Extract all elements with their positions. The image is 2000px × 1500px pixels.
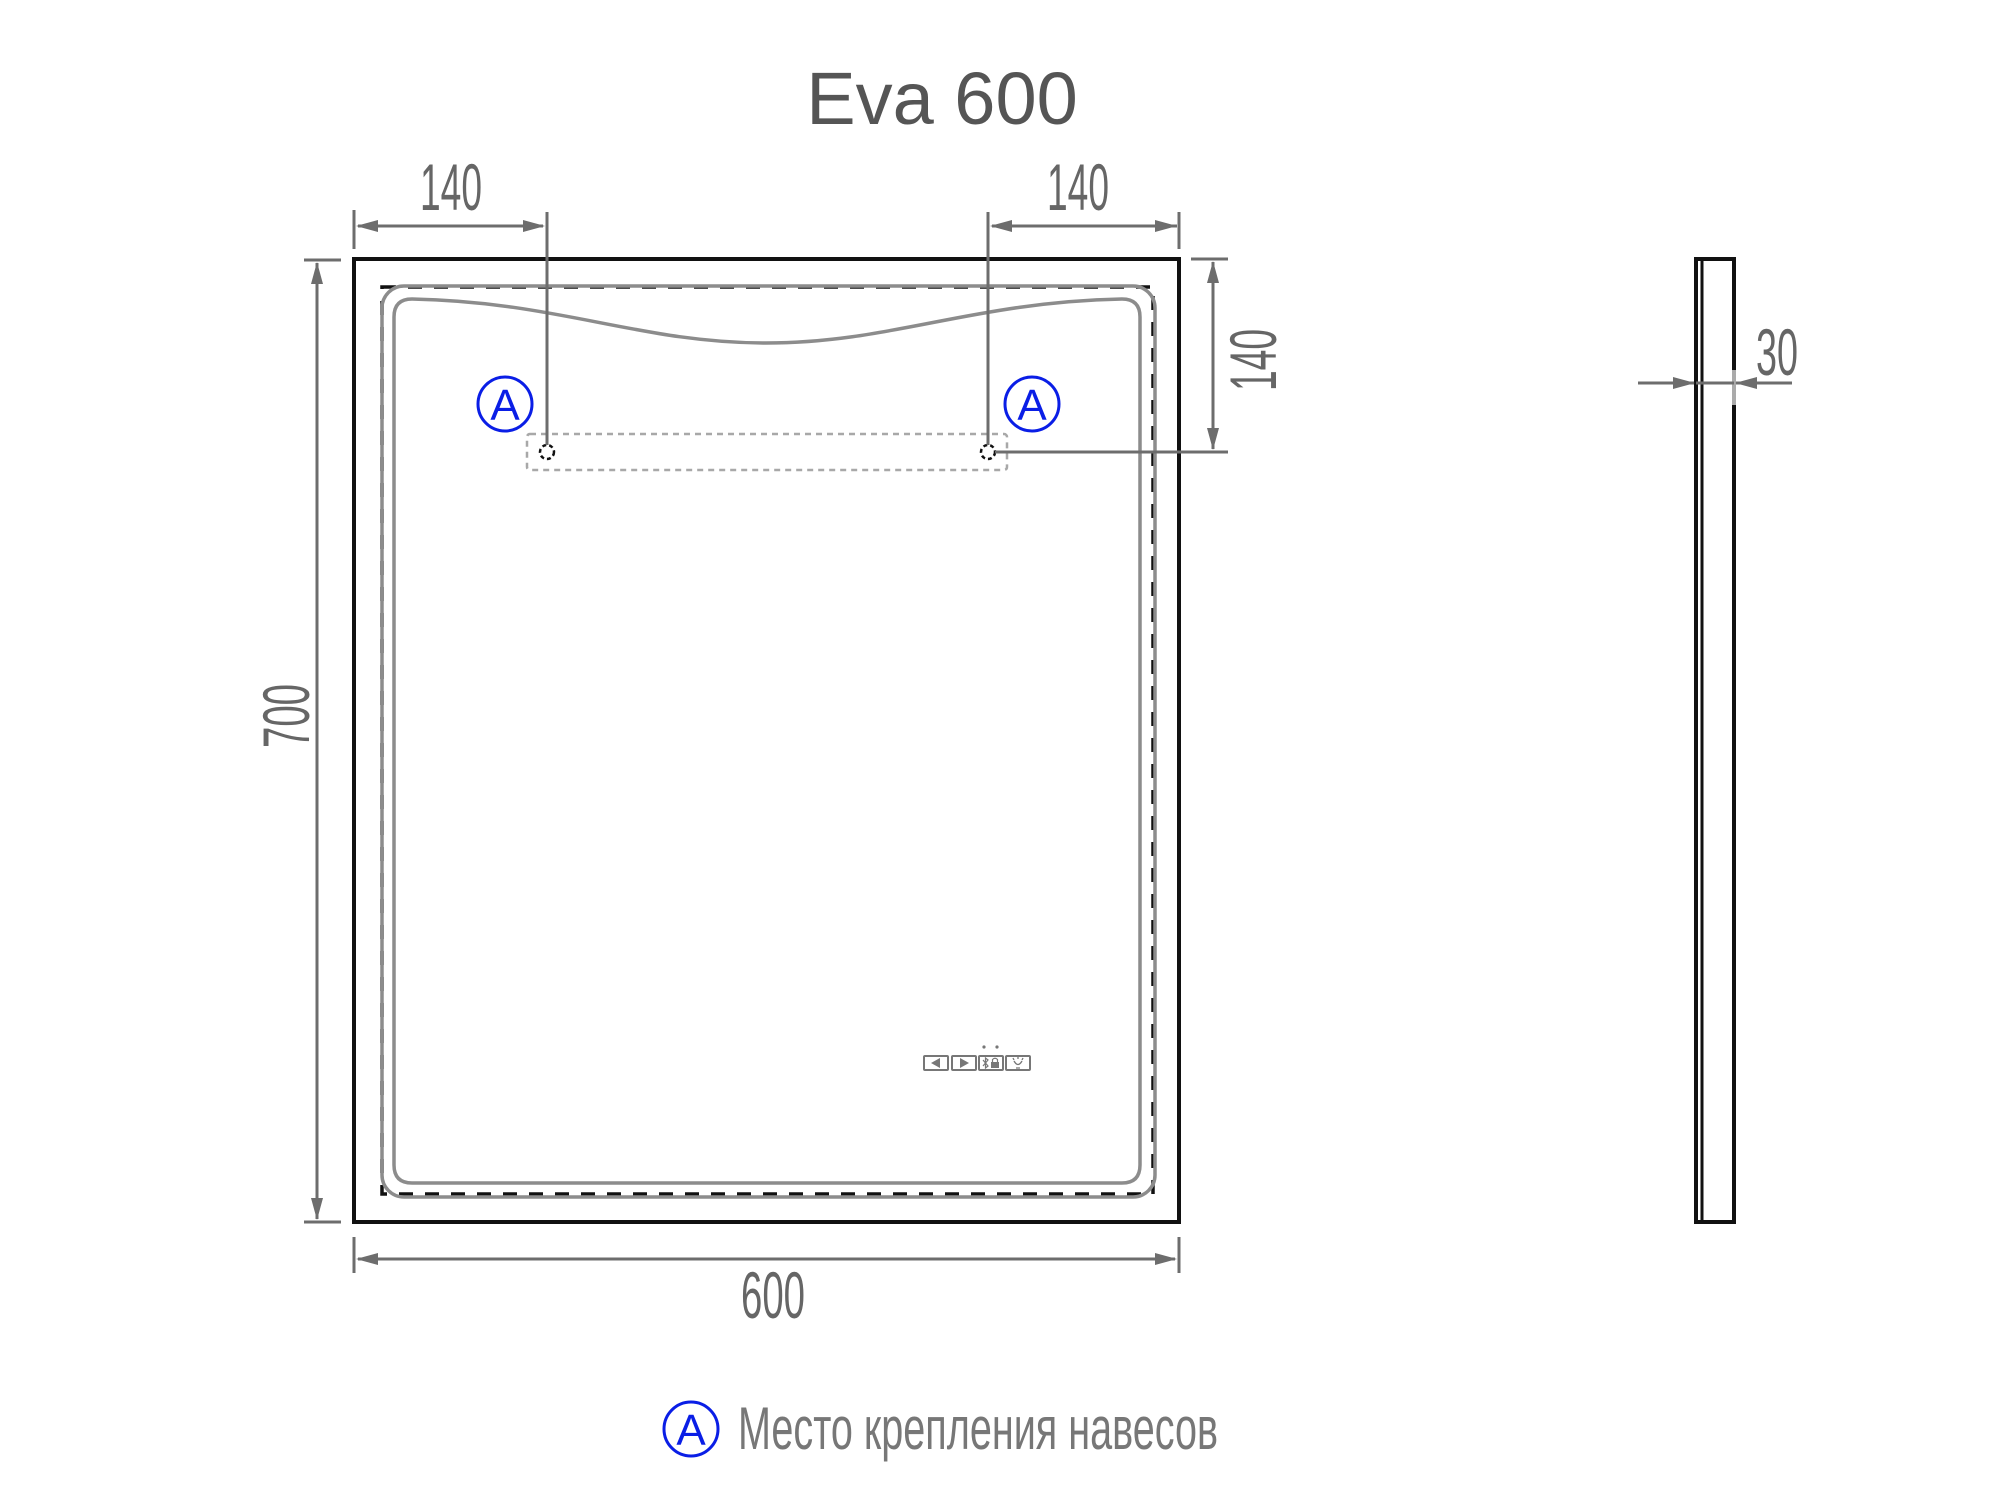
dimension-left-offset: 140: [352, 150, 545, 249]
bluetooth-icon: [982, 1056, 989, 1070]
led-boundary-dashed: [380, 285, 1155, 1196]
dimension-depth: 30: [1638, 315, 1798, 389]
mirror-frame: [352, 257, 1181, 1224]
dim-width-label: 600: [741, 1258, 805, 1332]
marker-a-right: A: [1003, 375, 1061, 433]
dim-height-label: 700: [249, 684, 323, 748]
next-icon: [960, 1058, 969, 1068]
marker-a-left: A: [476, 375, 534, 433]
prev-icon: [931, 1058, 940, 1068]
dimension-height: 700: [249, 258, 341, 1224]
mounting-bar: [525, 432, 1009, 472]
dimension-width: 600: [352, 1237, 1181, 1332]
dim-depth-label: 30: [1756, 315, 1798, 389]
dimension-right-offset: 140: [990, 150, 1181, 249]
light-touch-button[interactable]: [1005, 1055, 1031, 1071]
legend: A Место крепления навесов: [662, 1395, 1218, 1462]
glass-outline-outer: [380, 284, 1157, 1199]
svg-text:A: A: [676, 1406, 706, 1455]
svg-text:A: A: [490, 381, 520, 430]
next-button[interactable]: [951, 1055, 977, 1071]
glass-outline-inner-wave: [392, 297, 1142, 1185]
dimension-mount-height: 140: [1191, 257, 1290, 450]
side-view: [1694, 257, 1736, 1224]
light-bulb-icon: [1012, 1057, 1024, 1069]
dim-right-offset-label: 140: [1047, 150, 1109, 224]
control-panel: [923, 1045, 1031, 1071]
front-view: A A: [352, 212, 1228, 1224]
lock-icon: [991, 1062, 999, 1068]
legend-marker-a: A: [662, 1400, 720, 1458]
mount-hole-right: [979, 443, 997, 461]
page-title: Eva 600: [806, 57, 1078, 140]
bluetooth-lock-button[interactable]: [978, 1045, 1004, 1071]
dim-mount-height-label: 140: [1216, 329, 1290, 391]
dim-left-offset-label: 140: [420, 150, 482, 224]
mount-hole-left: [538, 443, 556, 461]
prev-button[interactable]: [923, 1055, 949, 1071]
svg-text:A: A: [1017, 381, 1047, 430]
legend-text: Место крепления навесов: [738, 1395, 1218, 1462]
side-profile: [1694, 257, 1736, 1224]
